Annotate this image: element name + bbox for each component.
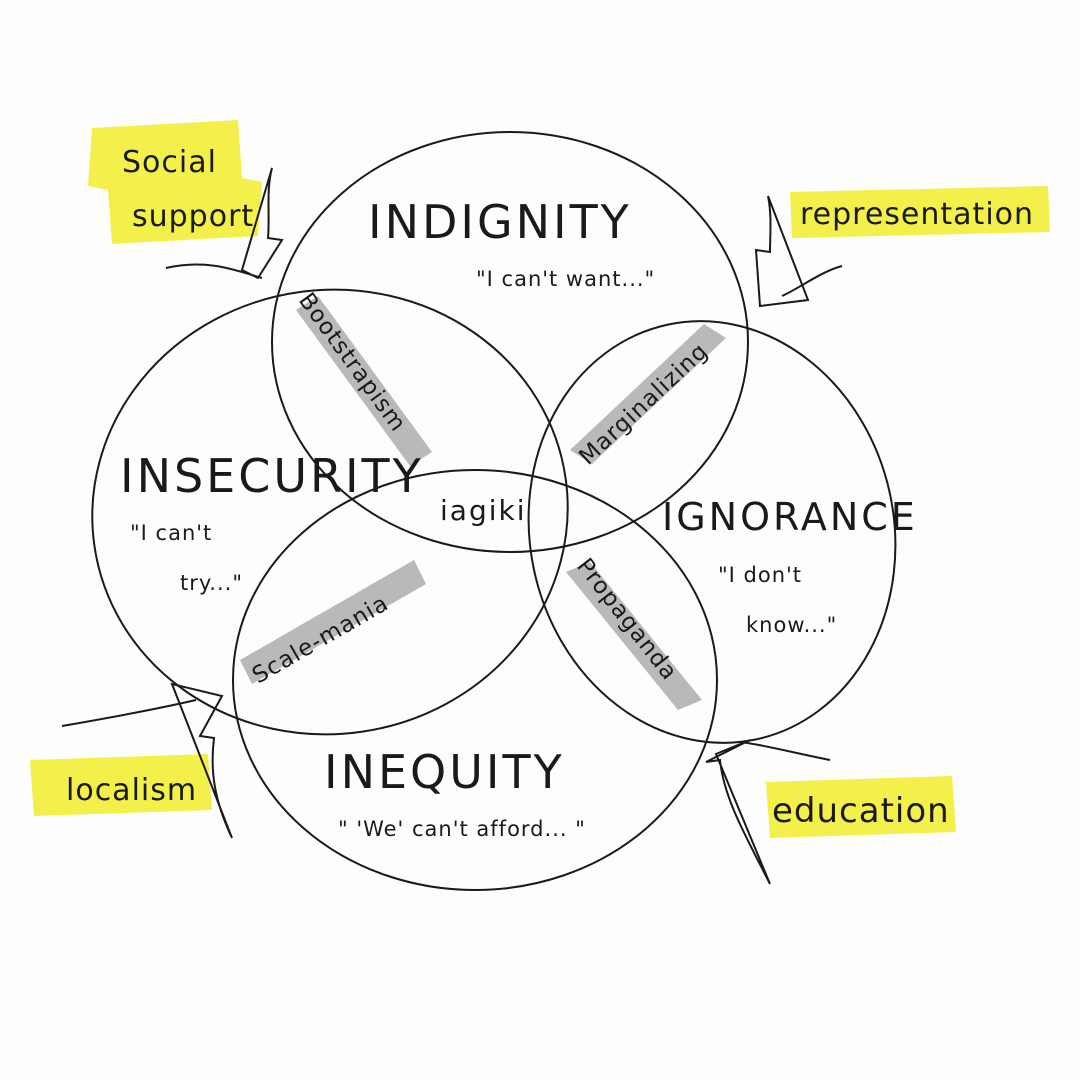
circle-insecurity <box>91 288 569 736</box>
ignorance-title: IGNORANCE <box>662 495 918 539</box>
inequity-quote: " 'We' can't afford... " <box>338 817 586 841</box>
insecurity-quote-line2: try..." <box>180 571 243 595</box>
inequity-title: INEQUITY <box>324 745 565 799</box>
circle-labels: INDIGNITY "I can't want..." INSECURITY "… <box>120 195 918 841</box>
lever-labels: Social support representation localism e… <box>66 145 1034 831</box>
lever-representation: representation <box>800 197 1034 232</box>
venn-circles <box>91 131 897 891</box>
arrow-education <box>705 739 831 885</box>
circle-inequity <box>232 469 718 891</box>
lever-localism: localism <box>66 773 197 808</box>
label-bootstrapism: Bootstrapism <box>293 288 411 437</box>
indignity-quote: "I can't want..." <box>476 267 655 291</box>
overlap-highlights <box>240 296 726 710</box>
highlight-social-support <box>88 120 262 244</box>
ignorance-quote-line2: know..." <box>746 613 837 637</box>
label-propaganda: Propaganda <box>571 554 682 686</box>
insecurity-title: INSECURITY <box>120 449 424 503</box>
highlight-marginalizing <box>570 324 726 464</box>
label-marginalizing: Marginalizing <box>574 338 713 470</box>
insecurity-quote-line1: "I can't <box>130 521 212 545</box>
highlight-localism <box>30 754 212 816</box>
indignity-title: INDIGNITY <box>368 195 632 249</box>
circle-ignorance <box>527 320 897 744</box>
arrow-localism <box>61 682 233 839</box>
circle-indignity <box>271 131 749 553</box>
lever-social-line2: support <box>132 199 254 234</box>
ignorance-quote-line1: "I don't <box>718 563 802 587</box>
lever-education: education <box>772 791 950 831</box>
label-center: iagiki <box>440 494 526 527</box>
lever-highlights <box>30 120 1050 838</box>
highlight-education <box>766 776 956 838</box>
highlight-bootstrapism <box>296 296 432 466</box>
arrows <box>61 167 843 885</box>
label-scale-mania: Scale-mania <box>248 590 393 689</box>
highlight-propaganda <box>566 562 702 710</box>
highlight-representation <box>790 186 1050 238</box>
lever-social-line1: Social <box>122 145 217 180</box>
highlight-scale-mania <box>240 560 426 684</box>
arrow-social-support <box>165 167 284 280</box>
arrow-representation <box>754 195 843 308</box>
